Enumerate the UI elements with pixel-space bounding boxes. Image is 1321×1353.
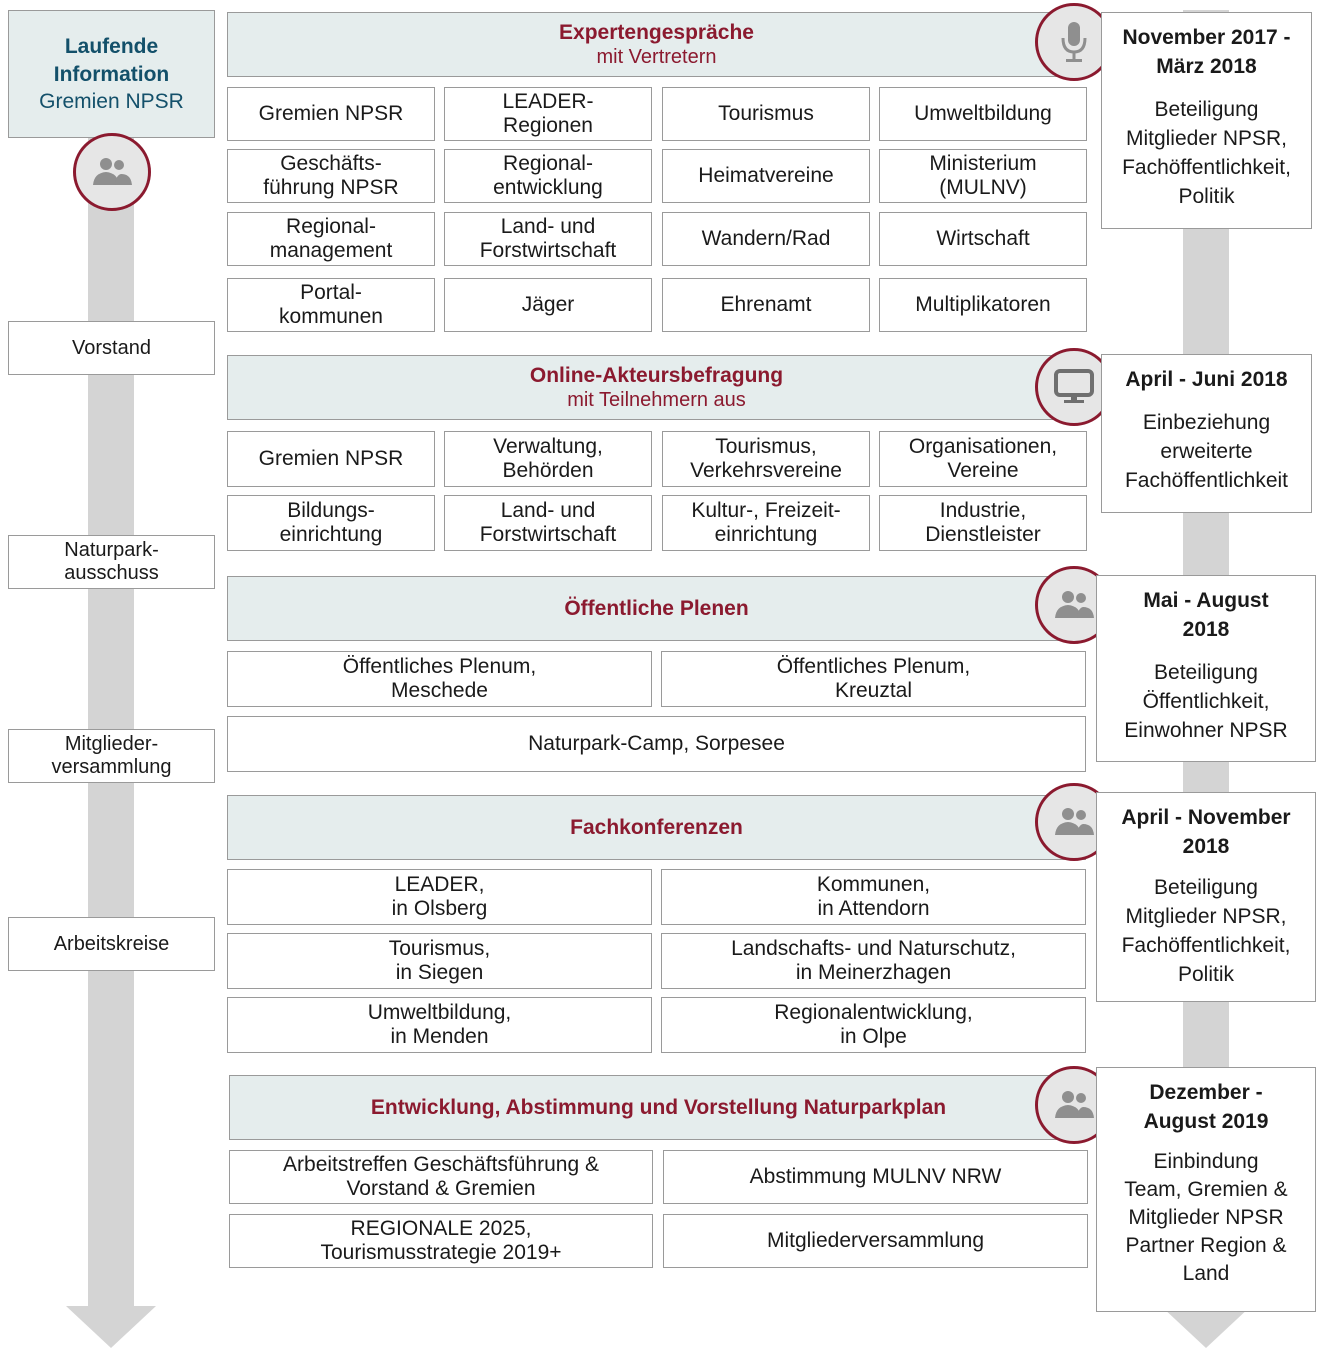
group-icon (1055, 591, 1094, 618)
experten-description: Beteiligung Mitglieder NPSR, Fachöffentl… (1122, 98, 1291, 208)
plenen-cell: Naturpark-Camp, Sorpesee (227, 716, 1086, 772)
fach-date: April - November 2018 (1121, 806, 1291, 858)
online-cell: Industrie, Dienstleister (879, 495, 1087, 551)
plenen-cell: Öffentliches Plenum, Meschede (227, 651, 652, 707)
experten-cell: Regional- entwicklung (444, 149, 652, 203)
plan-title: Entwicklung, Abstimmung und Vorstellung … (370, 1096, 947, 1119)
fach-description: Beteiligung Mitglieder NPSR, Fachöffentl… (1121, 876, 1291, 986)
experten-cell: Ministerium (MULNV) (879, 149, 1087, 203)
online-cell: Organisationen, Vereine (879, 431, 1087, 487)
fach-header: Fachkonferenzen (227, 795, 1086, 860)
naturparkausschuss-box: Naturpark- ausschuss (8, 535, 215, 589)
experten-cell: Ehrenamt (662, 278, 870, 332)
left-group-icon-circle (73, 133, 151, 211)
experten-subtitle: mit Vertretern (596, 46, 717, 68)
online-title: Online-Akteursbefragung (529, 364, 784, 387)
vorstand-box: Vorstand (8, 321, 215, 375)
plenen-description: Beteiligung Öffentlichkeit, Einwohner NP… (1124, 661, 1288, 742)
fach-cell: Regionalentwicklung, in Olpe (661, 997, 1086, 1053)
experten-cell: Portal- kommunen (227, 278, 435, 332)
experten-cell: Geschäfts- führung NPSR (227, 149, 435, 203)
online-subtitle: mit Teilnehmern aus (567, 389, 746, 411)
fach-cell: Tourismus, in Siegen (227, 933, 652, 989)
experten-header: Expertengespräche mit Vertretern (227, 12, 1086, 77)
fach-cell: LEADER, in Olsberg (227, 869, 652, 925)
online-description: Einbeziehung erweiterte Fachöffentlichke… (1124, 411, 1289, 492)
group-icon (1055, 1091, 1094, 1118)
experten-cell: Gremien NPSR (227, 87, 435, 141)
left-timeline-arrow-shaft (88, 130, 134, 1310)
mitgliederversammlung-box: Mitglieder- versammlung (8, 729, 215, 783)
experten-cell: Wirtschaft (879, 212, 1087, 266)
experten-cell: Wandern/Rad (662, 212, 870, 266)
plenen-header: Öffentliche Plenen (227, 576, 1086, 641)
plan-description: Einbindung Team, Gremien & Mitglieder NP… (1124, 1150, 1288, 1285)
online-icon-circle (1035, 348, 1113, 426)
online-cell: Land- und Forstwirtschaft (444, 495, 652, 551)
experten-cell: LEADER- Regionen (444, 87, 652, 141)
group-icon (93, 158, 132, 185)
laufende-information-title: Laufende Information (53, 35, 170, 86)
fach-date-box: April - November 2018 Beteiligung Mitgli… (1096, 792, 1316, 1002)
experten-cell: Umweltbildung (879, 87, 1087, 141)
plenen-date: Mai - August 2018 (1143, 589, 1269, 641)
experten-cell: Heimatvereine (662, 149, 870, 203)
left-timeline-arrowhead (66, 1306, 156, 1348)
experten-cell: Regional- management (227, 212, 435, 266)
plan-header: Entwicklung, Abstimmung und Vorstellung … (229, 1075, 1088, 1140)
fach-cell: Umweltbildung, in Menden (227, 997, 652, 1053)
plan-cell: REGIONALE 2025, Tourismusstrategie 2019+ (229, 1214, 653, 1268)
online-cell: Bildungs- einrichtung (227, 495, 435, 551)
plenen-date-box: Mai - August 2018 Beteiligung Öffentlich… (1096, 575, 1316, 762)
online-date-box: April - Juni 2018 Einbeziehung erweitert… (1101, 354, 1312, 513)
arbeitskreise-box: Arbeitskreise (8, 917, 215, 971)
plan-date-box: Dezember - August 2019 Einbindung Team, … (1096, 1067, 1316, 1312)
fach-cell: Landschafts- und Naturschutz, in Meinerz… (661, 933, 1086, 989)
experten-cell: Jäger (444, 278, 652, 332)
laufende-information-box: Laufende Information Gremien NPSR (8, 10, 215, 138)
online-cell: Kultur-, Freizeit- einrichtung (662, 495, 870, 551)
experten-date-box: November 2017 - März 2018 Beteiligung Mi… (1101, 12, 1312, 229)
plenen-title: Öffentliche Plenen (564, 597, 749, 620)
online-cell: Verwaltung, Behörden (444, 431, 652, 487)
plan-cell: Abstimmung MULNV NRW (663, 1150, 1088, 1204)
online-cell: Gremien NPSR (227, 431, 435, 487)
experten-date: November 2017 - März 2018 (1122, 26, 1291, 78)
fach-cell: Kommunen, in Attendorn (661, 869, 1086, 925)
laufende-information-subtitle: Gremien NPSR (39, 90, 184, 113)
fach-title: Fachkonferenzen (570, 816, 743, 839)
plan-cell: Arbeitstreffen Geschäftsführung & Vorsta… (229, 1150, 653, 1204)
experten-cell: Multiplikatoren (879, 278, 1087, 332)
right-timeline-arrowhead (1161, 1306, 1251, 1348)
group-icon (1055, 808, 1094, 835)
plenen-cell: Öffentliches Plenum, Kreuztal (661, 651, 1086, 707)
plan-date: Dezember - August 2019 (1143, 1081, 1269, 1133)
experten-cell: Tourismus (662, 87, 870, 141)
experten-icon-circle (1035, 3, 1113, 81)
experten-cell: Land- und Forstwirtschaft (444, 212, 652, 266)
online-header: Online-Akteursbefragung mit Teilnehmern … (227, 355, 1086, 420)
experten-title: Expertengespräche (559, 21, 754, 44)
online-cell: Tourismus, Verkehrsvereine (662, 431, 870, 487)
plan-cell: Mitgliederversammlung (663, 1214, 1088, 1268)
online-date: April - Juni 2018 (1125, 368, 1288, 391)
monitor-icon (1054, 369, 1094, 403)
microphone-icon (1061, 22, 1087, 62)
